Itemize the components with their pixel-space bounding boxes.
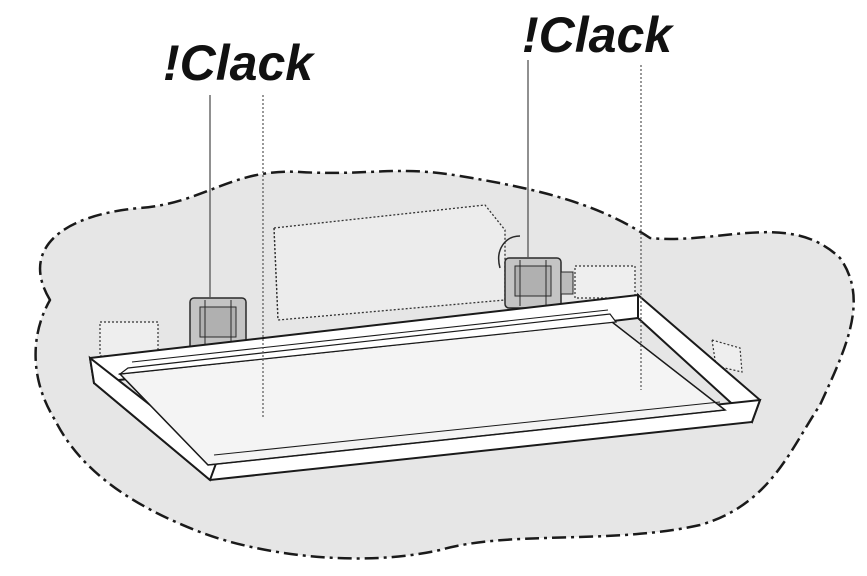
spring-clip-icon	[498, 235, 574, 309]
callout-left: !Clack	[163, 35, 315, 91]
right-bracket	[574, 265, 636, 299]
luminaire-panel	[117, 309, 727, 466]
callout-right: !Clack	[522, 7, 674, 63]
rear-housing-box	[273, 204, 506, 321]
